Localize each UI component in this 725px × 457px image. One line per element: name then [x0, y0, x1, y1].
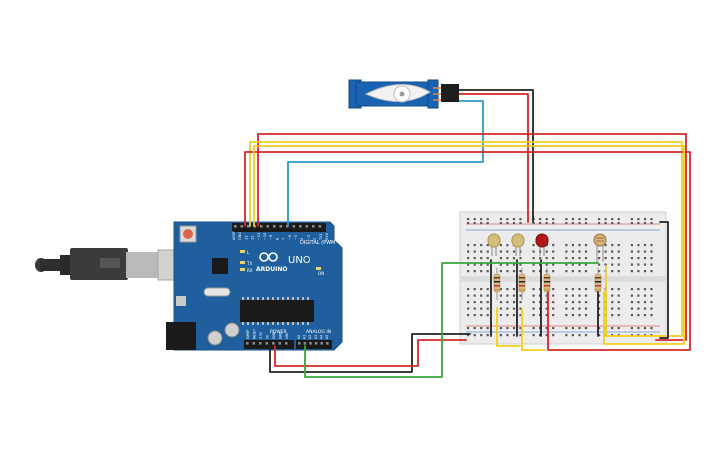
- wire-servo-power[interactable]: [454, 93, 529, 223]
- usb-cable[interactable]: [35, 248, 197, 281]
- pin-label-analog: A3: [314, 335, 318, 339]
- led-label-rx: RX: [247, 268, 253, 273]
- resistor-3[interactable]: [543, 268, 551, 300]
- led-label-tx: TX: [246, 261, 252, 266]
- wire-red-2[interactable]: [244, 151, 691, 351]
- wire-yellow-2[interactable]: [253, 145, 685, 345]
- pin-label-top: ~11: [257, 233, 261, 240]
- pin-label-top: 7: [282, 238, 286, 240]
- wire-servo-signal[interactable]: [287, 100, 484, 227]
- pin-label-top: ~6: [288, 235, 292, 240]
- capacitor-1: [207, 330, 223, 346]
- wire-yellow-led1[interactable]: [496, 307, 521, 347]
- wire-arduino-5v[interactable]: [274, 339, 467, 367]
- pin-label-top: ~10: [263, 233, 267, 240]
- uno-model: UNO: [288, 255, 311, 266]
- pin-label-top: ~3: [306, 235, 310, 240]
- arduino-uno-board[interactable]: DIGITAL (PWM~) ARDUINO UNO POWER ANALOG …: [166, 221, 343, 351]
- pin-label-analog: A2: [308, 335, 312, 339]
- pin-label-power: RESET: [253, 329, 257, 339]
- pin-label-power: GND: [279, 331, 283, 339]
- wire-arduino-gnd[interactable]: [269, 333, 471, 373]
- wire-yellow-led2[interactable]: [521, 307, 546, 351]
- led-label-l: L: [247, 250, 250, 255]
- crystal: [203, 287, 231, 297]
- resistor-4[interactable]: [594, 268, 602, 300]
- pin-label-top: 13: [244, 236, 248, 240]
- pin-label-top: ~5: [294, 235, 298, 240]
- pin-label-power: GND: [272, 331, 276, 339]
- pin-label-top: 4: [300, 237, 304, 240]
- wire-ground-rail[interactable]: [659, 221, 669, 339]
- yellow-led-2[interactable]: [511, 233, 525, 256]
- wire-red-top[interactable]: [257, 133, 687, 341]
- pin-label-power: 5V: [266, 334, 270, 339]
- pin-label-power: IOREF: [246, 329, 250, 339]
- pin-label-analog: A5: [325, 335, 329, 339]
- photoresistor[interactable]: [593, 233, 607, 262]
- breadboard-holes: [467, 218, 653, 337]
- resistor-1[interactable]: [493, 268, 501, 300]
- wire-yellow-1[interactable]: [249, 141, 683, 337]
- yellow-led-1[interactable]: [487, 233, 501, 256]
- pin-label-analog: A0: [297, 335, 301, 339]
- power-header: [244, 340, 294, 349]
- wire-analog-a0[interactable]: [304, 262, 599, 378]
- resistor-2[interactable]: [518, 268, 526, 300]
- atmega-chip: [240, 300, 314, 322]
- analog-header: [296, 340, 332, 349]
- capacitor-2: [224, 322, 240, 338]
- servo-connector: [441, 84, 459, 102]
- analog-label: ANALOG IN: [306, 329, 331, 335]
- wire-servo-ground[interactable]: [454, 89, 534, 223]
- led-label-on: ON: [318, 271, 324, 276]
- pin-label-analog: A4: [319, 335, 323, 339]
- power-jack[interactable]: [166, 322, 196, 350]
- pin-label-top: AREF: [232, 231, 236, 240]
- pin-label-power: VIN: [285, 333, 289, 339]
- usb-chip: [212, 258, 228, 274]
- pin-label-top: GND: [238, 232, 242, 240]
- arduino-logo-icon: [259, 252, 278, 262]
- power-label: POWER: [270, 329, 287, 335]
- pin-label-top: 12: [251, 236, 255, 240]
- pin-label-top: RX0: [325, 233, 329, 240]
- regulator: [176, 296, 186, 306]
- pin-label-top: 8: [275, 238, 279, 240]
- pin-label-top: 2: [313, 238, 317, 240]
- digital-header-top: [232, 223, 326, 232]
- reset-button[interactable]: [179, 225, 197, 243]
- red-led[interactable]: [535, 233, 549, 256]
- pin-label-top: TX1: [319, 233, 323, 241]
- digital-label: DIGITAL (PWM~): [300, 240, 342, 246]
- arduino-brand: ARDUINO: [256, 266, 287, 273]
- pin-label-top: ~9: [269, 235, 273, 240]
- pin-label-analog: A1: [303, 335, 307, 339]
- pin-label-power: 3.3V: [259, 331, 263, 339]
- servo-motor[interactable]: [348, 79, 459, 109]
